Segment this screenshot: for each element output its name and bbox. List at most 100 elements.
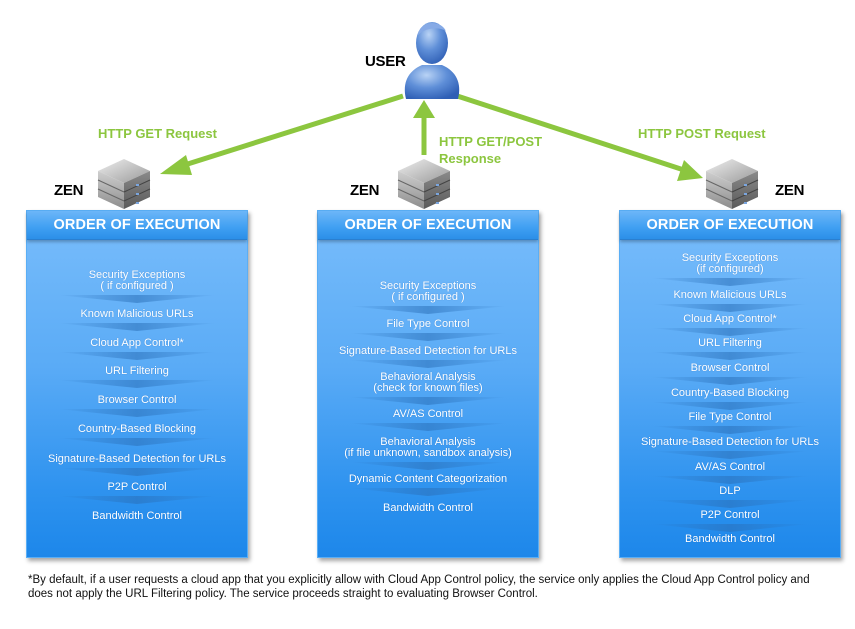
chevron-down-icon: [650, 500, 810, 508]
execution-panel-get: ORDER OF EXECUTION Security Exceptions( …: [26, 210, 248, 558]
execution-step: Bandwidth Control: [318, 503, 538, 514]
step-sublabel: (check for known files): [373, 382, 483, 394]
chevron-down-icon: [650, 278, 810, 286]
chevron-down-icon: [650, 352, 810, 360]
chevron-down-icon: [57, 295, 217, 303]
execution-step: P2P Control: [620, 510, 840, 521]
chevron-down-icon: [57, 352, 217, 360]
step-label: P2P Control: [107, 481, 167, 493]
step-label: Known Malicious URLs: [80, 308, 194, 320]
flow-arrows: [160, 89, 703, 181]
step-sublabel: (if configured): [696, 263, 764, 275]
execution-step: Bandwidth Control: [27, 511, 247, 522]
chevron-down-icon: [650, 426, 810, 434]
step-label: Behavioral Analysis: [380, 436, 476, 448]
step-label: Security Exceptions: [379, 280, 477, 292]
execution-step: Cloud App Control*: [27, 338, 247, 349]
step-label: Browser Control: [97, 394, 177, 406]
chevron-down-icon: [650, 476, 810, 484]
execution-step: Browser Control: [27, 395, 247, 406]
http-post-request-label: HTTP POST Request: [638, 126, 766, 141]
chevron-down-icon: [57, 380, 217, 388]
step-label: AV/AS Control: [694, 461, 766, 473]
step-label: Browser Control: [690, 362, 770, 374]
execution-step: Country-Based Blocking: [620, 388, 840, 399]
chevron-down-icon: [348, 397, 508, 405]
chevron-down-icon: [348, 423, 508, 431]
execution-step: DLP: [620, 486, 840, 497]
panel-title: ORDER OF EXECUTION: [27, 211, 247, 240]
step-label: Cloud App Control*: [90, 337, 184, 349]
step-label: Behavioral Analysis: [380, 371, 476, 383]
zen-label-left: ZEN: [54, 182, 84, 199]
step-label: Country-Based Blocking: [670, 387, 789, 399]
step-label: URL Filtering: [698, 337, 762, 349]
step-label: Known Malicious URLs: [673, 289, 787, 301]
step-label: Country-Based Blocking: [77, 423, 196, 435]
footnote: *By default, if a user requests a cloud …: [28, 574, 810, 600]
chevron-down-icon: [57, 496, 217, 504]
chevron-down-icon: [348, 462, 508, 470]
http-get-request-label: HTTP GET Request: [98, 126, 217, 141]
arrow-post-request-head: [677, 160, 703, 181]
arrow-get-request: [174, 93, 404, 171]
chevron-down-icon: [650, 377, 810, 385]
user-label: USER: [365, 53, 406, 70]
chevron-down-icon: [650, 328, 810, 336]
execution-step: P2P Control: [27, 482, 247, 493]
step-label: P2P Control: [700, 509, 760, 521]
chevron-down-icon: [650, 304, 810, 312]
step-label: Signature-Based Detection for URLs: [48, 453, 226, 465]
step-label: Bandwidth Control: [383, 502, 473, 514]
server-icon: [97, 159, 151, 209]
step-label: Signature-Based Detection for URLs: [339, 345, 517, 357]
step-label: Bandwidth Control: [92, 510, 182, 522]
chevron-down-icon: [348, 360, 508, 368]
step-sublabel: ( if configured ): [100, 280, 174, 292]
execution-step: Signature-Based Detection for URLs: [27, 454, 247, 465]
step-label: Security Exceptions: [88, 269, 186, 281]
arrow-post-request: [444, 89, 691, 175]
step-label: Dynamic Content Categorization: [348, 473, 508, 485]
execution-panel-response: ORDER OF EXECUTION Security Exceptions( …: [317, 210, 539, 558]
execution-step: Signature-Based Detection for URLs: [620, 437, 840, 448]
chevron-down-icon: [348, 306, 508, 314]
server-icon: [705, 159, 759, 209]
execution-step: File Type Control: [318, 319, 538, 330]
chevron-down-icon: [650, 402, 810, 410]
chevron-down-icon: [348, 488, 508, 496]
step-label: File Type Control: [386, 318, 470, 330]
step-sublabel: (if file unknown, sandbox analysis): [344, 447, 512, 459]
step-label: AV/AS Control: [392, 408, 464, 420]
step-label: Security Exceptions: [681, 252, 779, 264]
execution-step: AV/AS Control: [318, 409, 538, 420]
zen-label-right: ZEN: [775, 182, 805, 199]
execution-step: File Type Control: [620, 412, 840, 423]
chevron-down-icon: [57, 409, 217, 417]
execution-step: Behavioral Analysis(check for known file…: [318, 372, 538, 394]
step-label: Bandwidth Control: [685, 533, 775, 545]
step-label: File Type Control: [688, 411, 772, 423]
step-label: Signature-Based Detection for URLs: [641, 436, 819, 448]
chevron-down-icon: [348, 333, 508, 341]
step-label: DLP: [719, 485, 741, 497]
chevron-down-icon: [57, 468, 217, 476]
step-label: URL Filtering: [105, 365, 169, 377]
execution-step: AV/AS Control: [620, 462, 840, 473]
arrow-response-head: [413, 100, 435, 118]
execution-step: Country-Based Blocking: [27, 424, 247, 435]
execution-panel-post: ORDER OF EXECUTION Security Exceptions(i…: [619, 210, 841, 558]
execution-step: Signature-Based Detection for URLs: [318, 346, 538, 357]
http-response-label-line2: Response: [439, 151, 502, 166]
step-label: Cloud App Control*: [683, 313, 777, 325]
chevron-down-icon: [57, 323, 217, 331]
execution-step: Security Exceptions(if configured): [620, 253, 840, 275]
panel-title: ORDER OF EXECUTION: [318, 211, 538, 240]
chevron-down-icon: [650, 451, 810, 459]
execution-step: Behavioral Analysis(if file unknown, san…: [318, 437, 538, 459]
step-sublabel: ( if configured ): [391, 291, 465, 303]
execution-step: Bandwidth Control: [620, 534, 840, 545]
execution-step: Browser Control: [620, 363, 840, 374]
execution-step: Known Malicious URLs: [27, 309, 247, 320]
chevron-down-icon: [57, 438, 217, 446]
